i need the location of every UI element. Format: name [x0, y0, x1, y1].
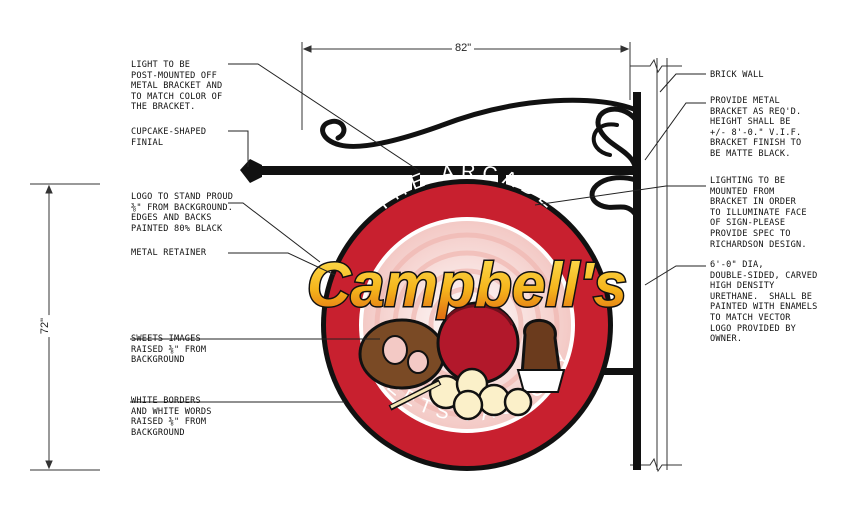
note-metal-retainer: METAL RETAINER: [131, 248, 207, 258]
note-cupcake-finial: CUPCAKE-SHAPED FINIAL: [131, 127, 207, 148]
metal-bracket: [240, 92, 641, 470]
note-light-post: LIGHT TO BE POST-MOUNTED OFF METAL BRACK…: [131, 60, 223, 113]
sweets-images: [358, 301, 566, 421]
sign-logo-text: Campbell's: [307, 251, 627, 320]
note-sweets-images: SWEETS IMAGES RAISED ⅜" FROM BACKGROUND: [131, 334, 207, 366]
height-dimension-label: 72": [39, 314, 52, 338]
note-brick-wall: BRICK WALL: [710, 70, 764, 80]
width-dimension-label: 82": [452, 42, 475, 54]
note-logo-stand-proud: LOGO TO STAND PROUD ⅜" FROM BACKGROUND. …: [131, 192, 234, 234]
leader-lines: [130, 63, 706, 403]
note-white-borders: WHITE BORDERS AND WHITE WORDS RAISED ⅜" …: [131, 396, 212, 438]
brick-wall-lines: [630, 58, 682, 473]
note-sign-spec: 6'-0" DIA, DOUBLE-SIDED, CARVED HIGH DEN…: [710, 260, 818, 345]
note-metal-bracket: PROVIDE METAL BRACKET AS REQ'D. HEIGHT S…: [710, 96, 802, 159]
note-lighting: LIGHTING TO BE MOUNTED FROM BRACKET IN O…: [710, 176, 807, 250]
